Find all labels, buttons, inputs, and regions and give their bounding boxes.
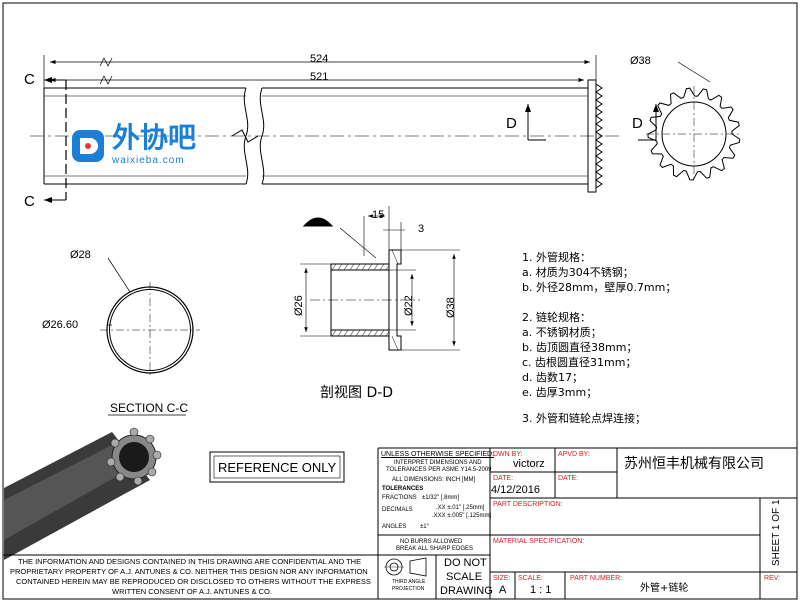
section-c-arrows	[44, 77, 66, 203]
tb-decimals-label: DECIMALS	[382, 507, 413, 513]
tb-do-not-scale-2: SCALE	[446, 571, 483, 583]
dim-sprocket-dia: Ø38	[630, 55, 651, 67]
confidential-line: CONTAINED HEREIN MAY BE REPRODUCED OR DI…	[16, 577, 371, 586]
tb-part-desc-label: PART DESCRIPTION:	[493, 501, 563, 508]
tube-iso-view	[4, 427, 162, 560]
tb-fractions-label: FRACTIONS	[382, 495, 417, 501]
tb-rev-label: REV:	[764, 575, 781, 582]
tb-do-not-scale-1: DO NOT	[444, 557, 487, 569]
tb-decimals-xx: .XX ±.01" [.25mm]	[436, 505, 485, 511]
section-dd-view	[300, 206, 460, 351]
section-label-c-top: C	[24, 71, 35, 88]
reference-only-label: REFERENCE ONLY	[218, 460, 337, 475]
tb-unless: UNLESS OTHERWISE SPECIFIED:	[381, 451, 495, 458]
note-line: a. 材质为304不锈钢；	[522, 266, 634, 279]
confidential-line: THE INFORMATION AND DESIGNS CONTAINED IN…	[18, 557, 362, 566]
section-dd-title: 剖视图 D-D	[320, 385, 394, 401]
tb-dwn-by-value: victorz	[513, 458, 545, 470]
tb-sheet: SHEET 1 OF 1	[771, 499, 782, 566]
watermark-brand: 外协吧	[112, 121, 197, 154]
dim-inner-length: 521	[310, 71, 329, 83]
tb-fractions-value: ±1/32" [.8mm]	[422, 495, 460, 501]
watermark-logo-icon	[72, 130, 104, 162]
section-label-d-right: D	[632, 115, 643, 132]
tb-company: 苏州恒丰机械有限公司	[624, 456, 764, 472]
watermark-url: waixieba.com	[112, 155, 185, 166]
tube-side-view	[30, 79, 620, 200]
tb-no-burrs: NO BURRS ALLOWED	[400, 539, 463, 545]
third-angle-symbol	[384, 557, 427, 577]
tb-size-label: SIZE:	[493, 575, 511, 582]
tb-angles-value: ±1°	[420, 524, 430, 530]
watermark-logo	[70, 128, 108, 168]
section-label-d-left: D	[506, 115, 517, 132]
tb-part-number-value: 外管+链轮	[640, 583, 689, 594]
tb-part-number-label: PART NUMBER:	[570, 575, 623, 582]
tb-apvd-by-label: APVD BY:	[558, 451, 590, 458]
tb-break-edges: BREAK ALL SHARP EDGES	[396, 546, 474, 552]
tb-scale-value: 1 : 1	[530, 584, 552, 596]
tb-interpret: INTERPRET DIMENSIONS AND	[394, 460, 482, 466]
dim-section-c-outer: Ø28	[70, 249, 91, 261]
tb-third-angle-2: PROJECTION	[392, 586, 425, 592]
tb-all-dims: ALL DIMENSIONS: INCH [MM]	[392, 477, 476, 483]
note-line: b. 齿顶圆直径38mm；	[522, 341, 638, 354]
tb-date-value: 4/12/2016	[491, 484, 540, 496]
dim-dd-38: Ø38	[445, 297, 457, 318]
title-block-grid	[3, 447, 797, 599]
section-cc-title: SECTION C-C	[110, 401, 188, 415]
note-line: d. 齿数17；	[522, 371, 583, 384]
tb-third-angle-1: THIRD ANGLE	[392, 579, 426, 585]
dim-overall-length: 524	[310, 53, 329, 65]
note-line: 1. 外管规格：	[522, 251, 591, 264]
length-dimensions	[43, 55, 597, 88]
dim-dd-15: 15	[372, 209, 385, 221]
note-line: c. 齿根圆直径31mm；	[522, 356, 637, 369]
tb-date-label-2: DATE:	[558, 475, 579, 482]
tb-date-label-1: DATE:	[493, 475, 514, 482]
dim-dd-3: 3	[418, 223, 425, 235]
section-label-c-bottom: C	[24, 193, 35, 210]
tb-angles-label: ANGLES	[382, 524, 407, 530]
note-line: e. 齿厚3mm；	[522, 386, 598, 399]
dim-dd-22: Ø22	[403, 295, 415, 316]
confidential-line: WRITTEN CONSENT OF A.J. ANTUNES & CO.	[112, 587, 272, 596]
tb-tolerances: TOLERANCES	[382, 486, 424, 492]
tb-size-value: A	[499, 584, 507, 596]
dim-section-c-inner: Ø26.60	[42, 319, 79, 331]
tb-do-not-scale-3: DRAWING	[440, 585, 493, 597]
dim-dd-26: Ø26	[293, 295, 305, 316]
section-cc-view	[100, 257, 200, 378]
tb-scale-label: SCALE:	[518, 575, 543, 582]
tb-tolerances-per: TOLERANCES PER ASME Y14.5-2009	[386, 467, 492, 473]
note-line: a. 不锈钢材质；	[522, 326, 602, 339]
tb-material-label: MATERIAL SPECIFICATION:	[493, 538, 585, 545]
note-line: b. 外径28mm，壁厚0.7mm；	[522, 281, 677, 294]
tb-decimals-xxx: .XXX ±.005" [.125mm]	[432, 513, 492, 519]
sprocket-front-view	[646, 61, 742, 182]
note-line: 3. 外管和链轮点焊连接；	[522, 412, 646, 425]
tb-dwn-by-label: DWN BY:	[493, 451, 523, 458]
note-line: 2. 链轮规格：	[522, 311, 591, 324]
confidential-line: PROPRIETARY PROPERTY OF A.J. ANTUNES & C…	[10, 567, 368, 576]
